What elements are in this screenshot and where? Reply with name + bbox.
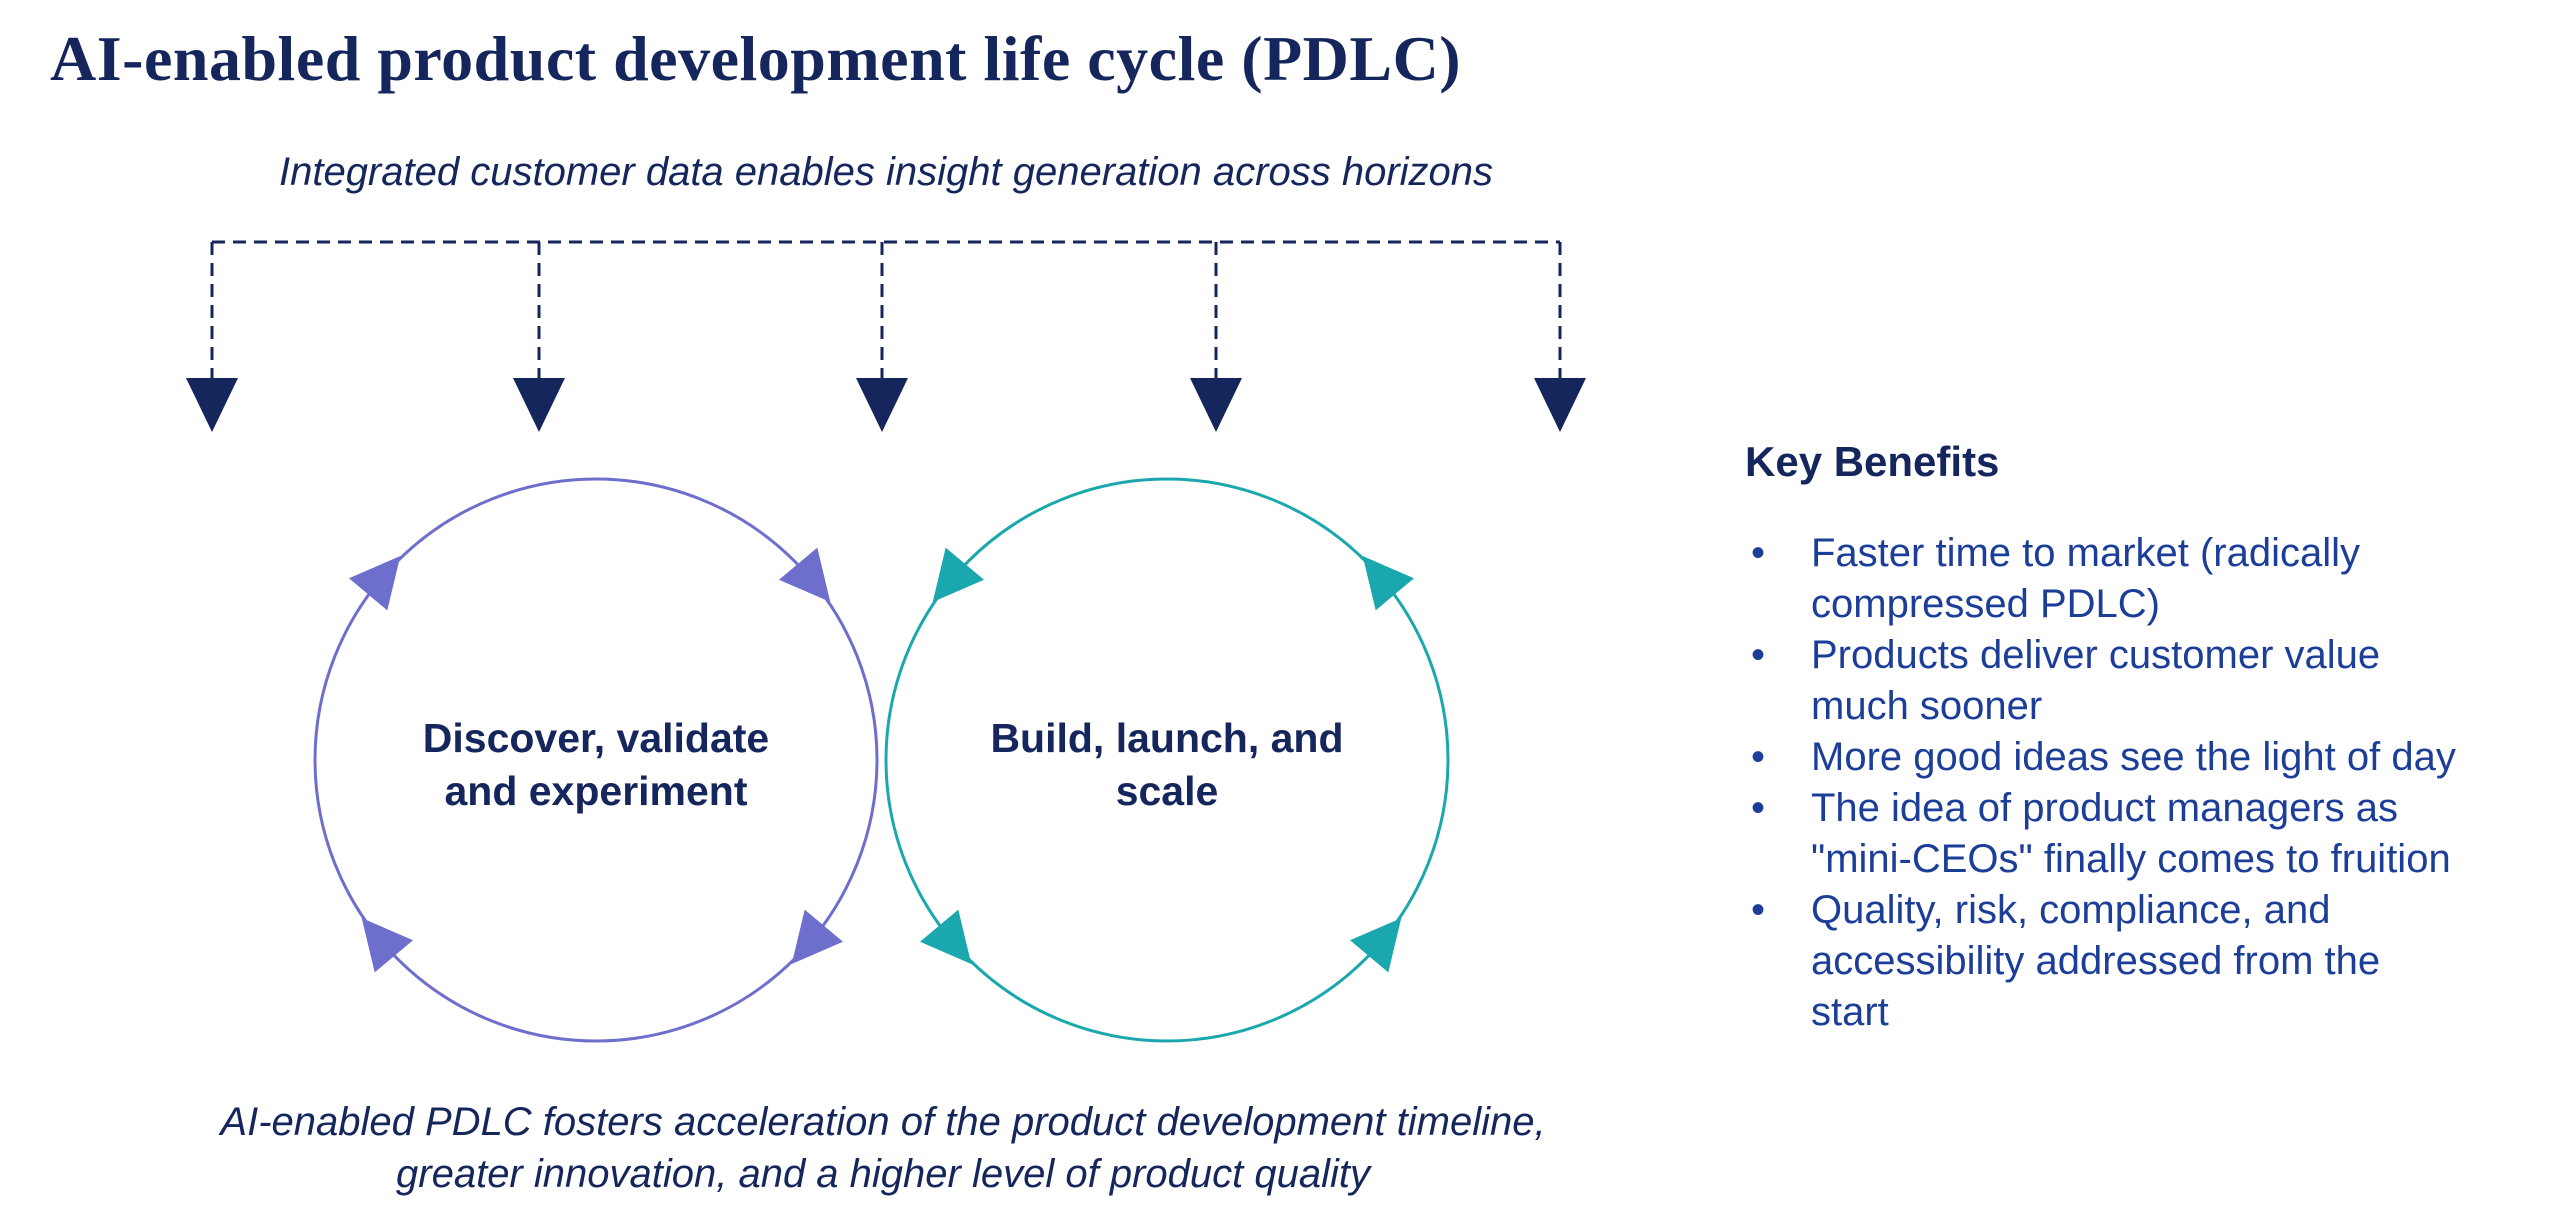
cycle-arrow-icon <box>348 556 401 611</box>
benefit-item: The idea of product managers as "mini-CE… <box>1745 783 2560 885</box>
insight-subtitle: Integrated customer data enables insight… <box>278 150 1494 194</box>
cycle-arrow-icon <box>1362 556 1415 611</box>
benefit-item: Faster time to market (radically compres… <box>1745 528 2560 630</box>
benefit-text: Faster time to market (radically compres… <box>1811 531 2361 626</box>
benefit-text: More good ideas see the light of day <box>1811 735 2456 779</box>
key-benefits-list: Faster time to market (radically compres… <box>1745 528 2560 1038</box>
cycle-arrow-icon <box>1349 918 1402 973</box>
cycle-arrow-icon <box>932 547 985 602</box>
down-arrow-icon <box>1190 378 1242 432</box>
benefit-text: Products deliver customer value much soo… <box>1811 633 2381 728</box>
key-benefits-panel: Key Benefits Faster time to market (radi… <box>1745 438 2560 1038</box>
benefit-item: Quality, risk, compliance, and accessibi… <box>1745 885 2560 1038</box>
cycle-circle-build <box>884 477 1450 1043</box>
cycle-arrow-icon <box>778 547 831 602</box>
down-arrowheads <box>186 378 1586 432</box>
down-arrow-icon <box>856 378 908 432</box>
page-title: AI-enabled product development life cycl… <box>50 23 1462 94</box>
cycle-label-build: Build, launch, and scale <box>990 715 1344 814</box>
benefit-text: Quality, risk, compliance, and accessibi… <box>1811 888 2381 1034</box>
cycle-arrow-icon <box>791 909 844 964</box>
key-benefits-heading: Key Benefits <box>1745 438 2000 485</box>
benefit-text: The idea of product managers as "mini-CE… <box>1811 786 2451 881</box>
down-arrow-icon <box>186 378 238 432</box>
cycle-arrow-icon <box>919 909 972 964</box>
down-arrow-icon <box>1534 378 1586 432</box>
insight-connector <box>210 240 1562 380</box>
cycle-circle-discover <box>313 477 879 1043</box>
down-arrow-icon <box>513 378 565 432</box>
cycle-arrow-icon <box>361 918 414 973</box>
cycle-label-discover: Discover, validate and experiment <box>422 715 770 814</box>
benefit-item: Products deliver customer value much soo… <box>1745 630 2560 732</box>
bottom-caption: AI-enabled PDLC fosters acceleration of … <box>220 1100 1546 1196</box>
benefit-item: More good ideas see the light of day <box>1745 732 2560 783</box>
